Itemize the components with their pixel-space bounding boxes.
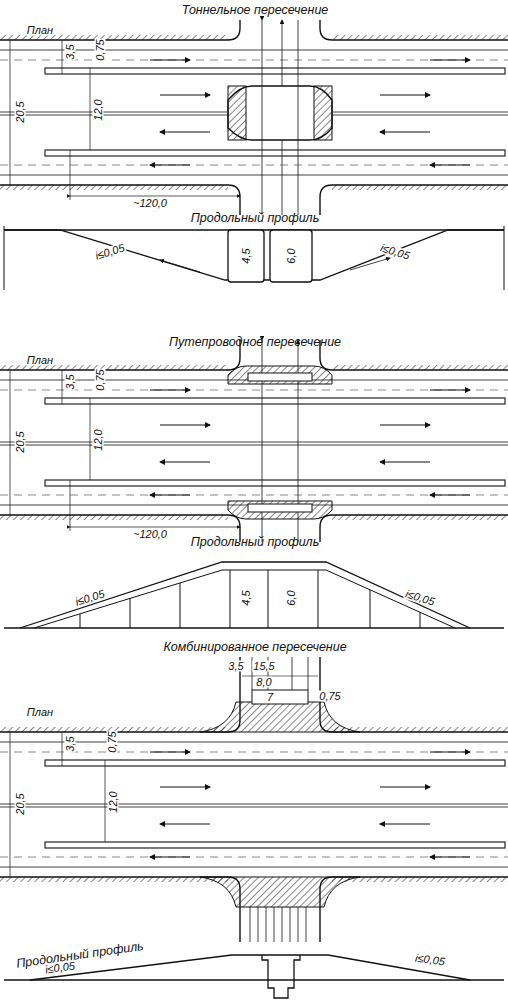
dimension-label: ~120,0: [132, 198, 168, 209]
dimension-label: 8,0: [255, 677, 272, 688]
dimension-label: 15,5: [252, 661, 275, 672]
section-title: Продольный профиль: [190, 536, 320, 549]
dimension-label: 4,5: [241, 589, 252, 606]
dimension-label: ~120,0: [132, 529, 168, 540]
dimension-label: 0,75: [95, 368, 106, 391]
dimension-label: 20,5: [15, 792, 26, 815]
dimension-label: План: [26, 355, 54, 366]
dimension-label: 6,0: [286, 247, 297, 264]
section-title: Тоннельное пересечение: [181, 4, 330, 17]
dimension-label: 6,0: [286, 589, 297, 606]
dimension-label: 20,5: [15, 430, 26, 453]
dimension-label: 20,5: [15, 100, 26, 123]
section-title: Комбинированное пересечение: [162, 641, 347, 654]
dimension-label: 12,0: [108, 790, 119, 813]
dimension-label: i≤0,05: [43, 960, 76, 975]
dimension-label: 3,5: [65, 373, 76, 390]
dimension-label: 12,0: [93, 428, 104, 451]
dimension-label: 0,75: [318, 691, 341, 702]
section-title: Продольный профиль: [15, 940, 146, 971]
dimension-label: 4,5: [241, 247, 252, 264]
dimension-label: i≤0,05: [93, 242, 127, 262]
dimension-label: 3,5: [65, 735, 76, 752]
section-title: Продольный профиль: [190, 212, 320, 225]
dimension-label: План: [26, 25, 54, 36]
dimension-label: 3,5: [65, 43, 76, 60]
dimension-label: 7: [266, 692, 274, 703]
dimension-label: 0,75: [107, 730, 118, 753]
dimension-label: План: [26, 707, 54, 718]
dimension-label: 12,0: [93, 98, 104, 121]
dimension-label: i≤0,05: [378, 242, 412, 262]
dimension-label: 0,75: [95, 38, 106, 61]
dimension-label: i≤0,05: [413, 952, 446, 967]
dimension-label: 3,5: [227, 661, 244, 672]
section-title: Путепроводное пересечение: [168, 336, 342, 349]
